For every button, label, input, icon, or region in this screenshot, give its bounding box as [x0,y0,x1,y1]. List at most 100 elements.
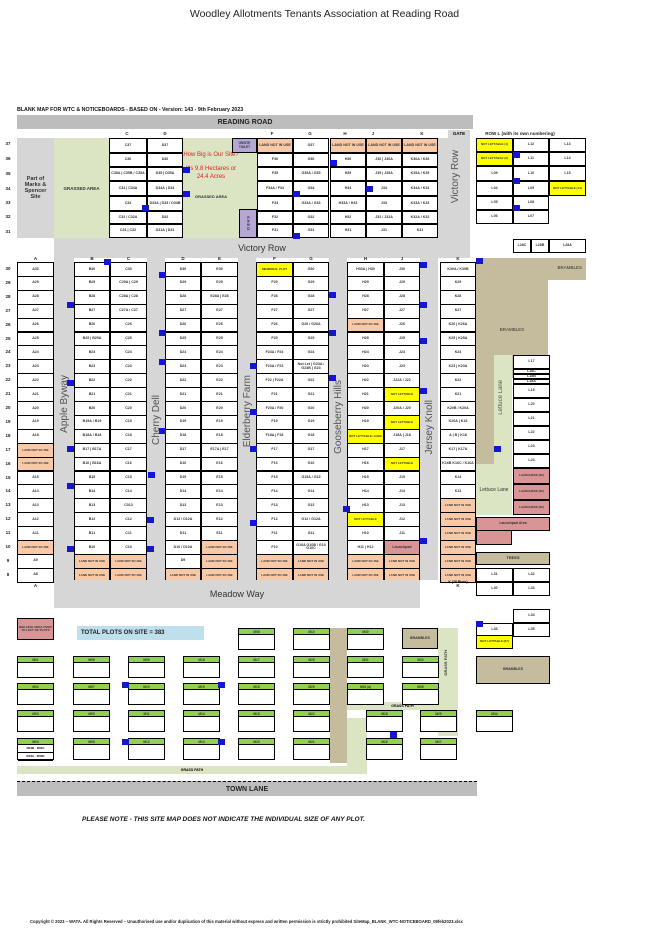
plot-a-28[interactable]: A28 [17,289,54,305]
plot-f32[interactable]: F32 [257,211,293,224]
plot-k-29[interactable]: K29 [440,275,476,291]
plot-a-21[interactable]: A21 [17,387,54,402]
plot-d-12[interactable]: D12 / D12A [165,512,201,528]
plot-g-12[interactable]: G12 / G12A [293,512,329,528]
m-plot[interactable]: M34 [476,710,513,732]
plot-e-11[interactable]: E11 [201,526,238,541]
plot-e-29[interactable]: E29 [201,275,238,291]
plot-b-10[interactable]: B10 [74,540,110,555]
plot-e-25[interactable]: E25 [201,331,238,347]
plot-h-28[interactable]: H28 [347,289,384,305]
plot-g-10[interactable]: G10A G10B / G10 G10C [293,540,329,555]
plot-h-30[interactable]: H30A | H30 [347,262,384,277]
plot-g-24[interactable]: G24 [293,345,329,361]
plot-d-13[interactable]: D13 [165,498,201,514]
plot-h-24[interactable]: H24 [347,345,384,361]
plot-c-9[interactable]: LAND NOT IN USE [110,553,147,569]
plot-f-22[interactable]: F22 | F22A [256,373,293,389]
plot-j-20[interactable]: J20A / J20 [384,401,420,416]
plot-j34[interactable]: J34 [366,181,402,196]
plot-j-28[interactable]: J28 [384,289,420,305]
plot-a-29[interactable]: A29 [17,275,54,291]
plot-d-24[interactable]: D24 [165,345,201,361]
plot-d-14[interactable]: D14 [165,484,201,500]
plot-f-27[interactable]: F27 [256,303,293,319]
plot-b-27[interactable]: B27 [74,303,110,319]
plot-j-30[interactable]: J30 [384,262,420,277]
plot-a-25[interactable]: A25 [17,331,54,347]
plot-g-14[interactable]: G14 [293,484,329,500]
plot-row-l[interactable]: L22 [513,426,550,440]
plot-h34[interactable]: H34 [330,181,366,196]
plot-l05[interactable]: L05 [476,196,513,210]
plot-g-30[interactable]: G30 [293,262,329,277]
plot-c-11[interactable]: C11 [110,526,147,541]
plot-g-25[interactable]: G25 [293,331,329,347]
plot-d-15[interactable]: D15 [165,470,201,486]
plot-b-29[interactable]: B29 [74,275,110,291]
plot-b-11[interactable]: B11 [74,526,110,541]
plot-f37[interactable]: LAND NOT IN USE [257,138,293,153]
m-plot[interactable]: M04 [17,738,54,760]
plot-row-l[interactable]: L35 [513,623,550,637]
plot-g-20[interactable]: G20 [293,401,329,416]
m-plot[interactable]: M33 (a) [347,683,384,705]
m-plot[interactable]: M20 [238,738,275,760]
plot-k-12[interactable]: LAND NOT IN USE [440,512,476,528]
plot-k-26[interactable]: K26 | K26A [440,317,476,333]
plot-k-11[interactable]: LAND NOT IN USE [440,526,476,541]
plot-d33[interactable]: D33A | D33 / D33B [147,196,183,211]
plot-a-12[interactable]: A12 [17,512,54,528]
plot-f-23[interactable]: F23A / F23 [256,359,293,375]
plot-b-21[interactable]: B21 [74,387,110,402]
plot-f-20[interactable]: F20A / F20 [256,401,293,416]
plot-f-15[interactable]: F15 [256,470,293,486]
plot-c36[interactable]: C36 [109,153,147,167]
plot-a-24[interactable]: A24 [17,345,54,361]
plot-g-22[interactable]: G22 [293,373,329,389]
plot-c37[interactable]: C37 [109,138,147,153]
m-plot[interactable]: M02 [17,683,54,705]
plot-h-19[interactable]: H19 [347,414,384,430]
plot-h-13[interactable]: H13 [347,498,384,514]
plot-j-18[interactable]: J18A | J18 [384,428,420,444]
m-plot[interactable]: M22 [293,710,330,732]
m-plot[interactable]: M13 [183,738,220,760]
plot-h32[interactable]: H32 [330,211,366,224]
plot-b-12[interactable]: B12 [74,512,110,528]
plot-row-l[interactable]: LAUNCHPAD (25) [513,468,550,484]
plot-k-19[interactable]: K20A | K19 [440,414,476,430]
plot-c-13[interactable]: C013 [110,498,147,514]
plot-b-25[interactable]: B25 | B25A [74,331,110,347]
plot-e-12[interactable]: E12 [201,512,238,528]
plot-a-26[interactable]: A26 [17,317,54,333]
plot-c-21[interactable]: C21 [110,387,147,402]
plot-b-26[interactable]: B26 [74,317,110,333]
plot-c-23[interactable]: C23 [110,359,147,375]
plot-f-28[interactable]: F28 [256,289,293,305]
plot-d-25[interactable]: D25 [165,331,201,347]
plot-e-27[interactable]: E27 [201,303,238,319]
plot-row-l[interactable]: L30 [476,582,513,596]
plot-g-13[interactable]: G13 [293,498,329,514]
plot-e-21[interactable]: E21 [201,387,238,402]
plot-a-9[interactable]: A9 [17,553,54,569]
plot-f-19[interactable]: F19 [256,414,293,430]
plot-l06[interactable]: L06 [476,210,513,224]
plot-a-10[interactable]: LAND NOT IN USE [17,540,54,555]
plot-j-17[interactable]: J17 [384,442,420,458]
plot-e-13[interactable]: E13 [201,498,238,514]
plot-c-30[interactable]: C30 [110,262,147,277]
plot-k37[interactable]: LAND NOT IN USE [402,138,438,153]
plot-c-10[interactable]: C10 [110,540,147,555]
plot-row-l[interactable]: L18B [513,374,550,379]
plot-c32[interactable]: C32 / C32A [109,211,147,224]
plot-h-10[interactable]: H11 | H12 [347,540,384,555]
plot-g-9[interactable]: LAND NOT IN USE [293,553,329,569]
plot-j-27[interactable]: J27 [384,303,420,319]
plot-l15[interactable]: L15 [549,166,586,181]
plot-b-22[interactable]: B22 [74,373,110,389]
plot-d36[interactable]: D36 [147,153,183,167]
plot-g35[interactable]: G35A / G35 [293,167,329,181]
plot-row-l[interactable]: L31 [476,568,513,582]
